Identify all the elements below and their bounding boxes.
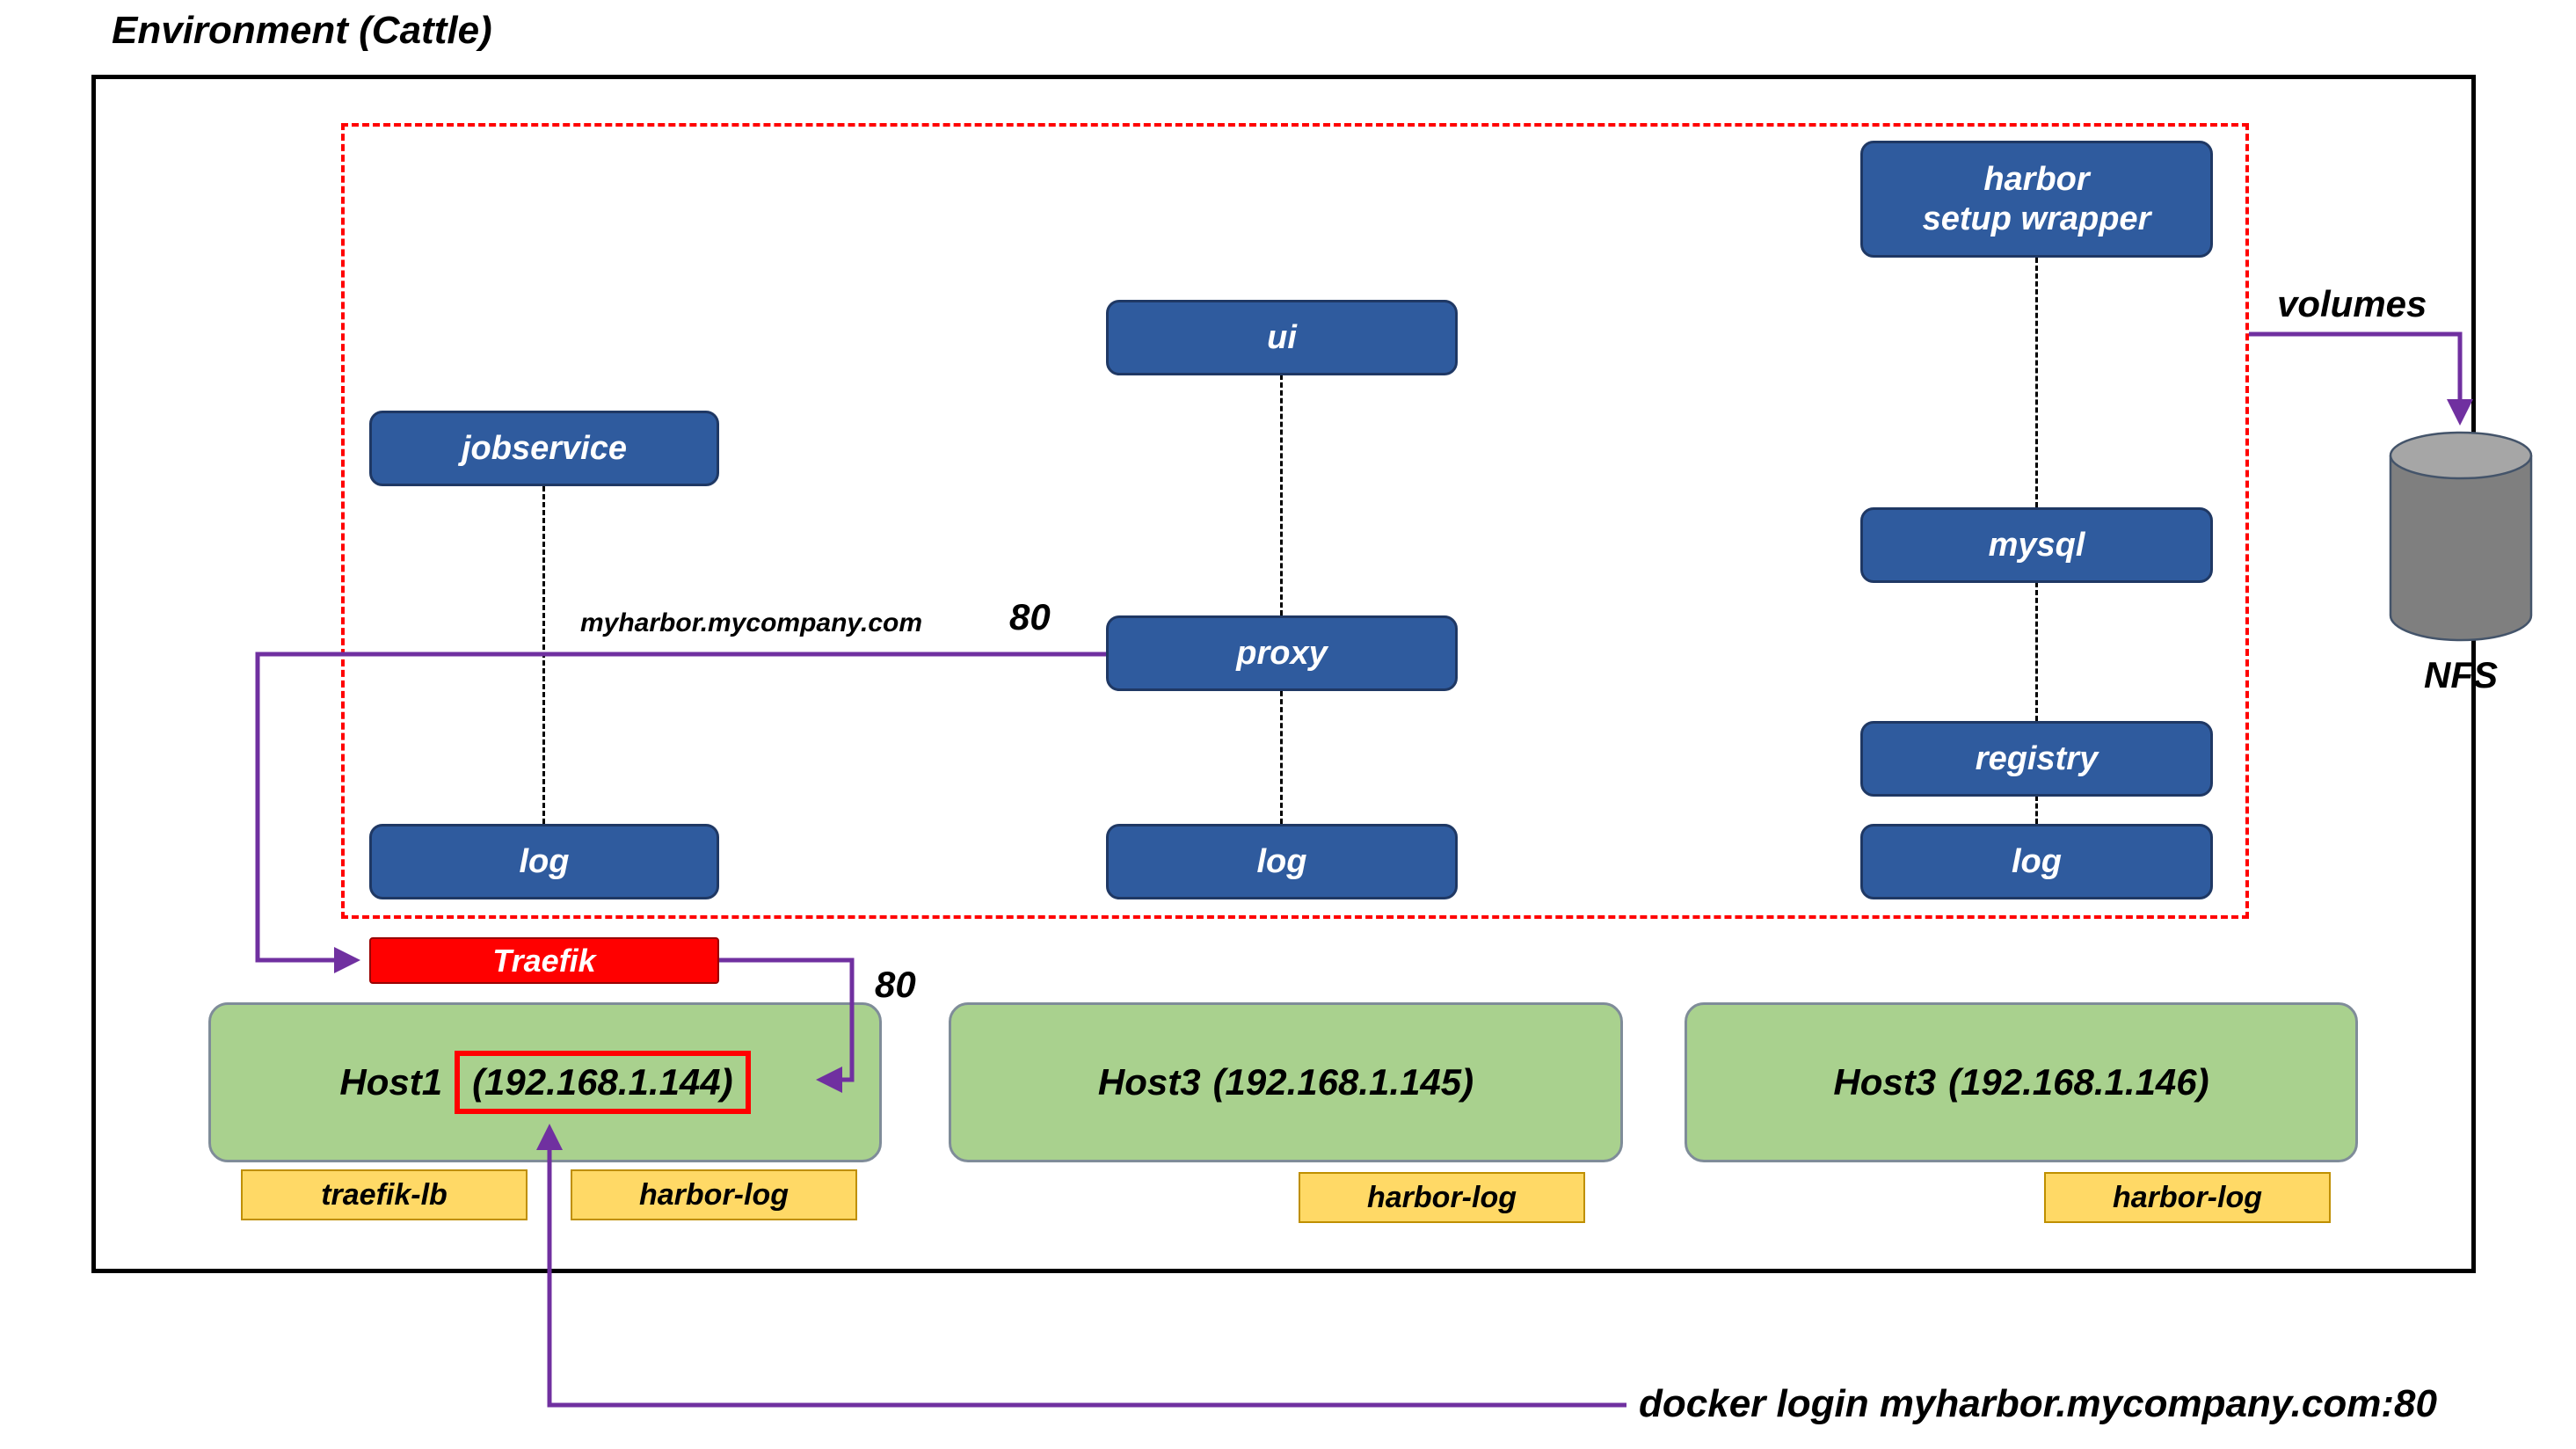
host-name: Host1 [339, 1061, 443, 1103]
service-registry: registry [1860, 721, 2213, 797]
connector-ui-proxy [1280, 375, 1283, 615]
host-2: Host3 (192.168.1.145) [949, 1002, 1623, 1162]
traefik-box: Traefik [369, 937, 719, 984]
label-hostname: myharbor.mycompany.com [580, 608, 923, 637]
service-label: harbor [1983, 160, 2090, 198]
tag-harbor-log-host3: harbor-log [2044, 1172, 2331, 1223]
tag-label: harbor-log [639, 1177, 789, 1212]
service-log-left: log [369, 824, 719, 899]
label-proxy-port: 80 [1009, 596, 1051, 637]
tag-harbor-log-host1: harbor-log [571, 1169, 857, 1220]
tag-label: harbor-log [1367, 1180, 1517, 1214]
nfs-cylinder [2389, 431, 2533, 642]
host-3: Host3 (192.168.1.146) [1685, 1002, 2358, 1162]
service-label: ui [1267, 318, 1297, 356]
label-nfs: NFS [2424, 654, 2498, 695]
label-volumes: volumes [2277, 283, 2427, 324]
service-jobservice: jobservice [369, 411, 719, 486]
service-label: log [2012, 842, 2062, 880]
connector-registry-log [2035, 796, 2038, 824]
service-label: registry [1975, 739, 2099, 777]
connector-jobservice-log [542, 486, 545, 824]
service-harbor-setup-wrapper: harbor setup wrapper [1860, 141, 2213, 258]
label-traefik-port: 80 [875, 964, 916, 1005]
tag-traefik-lb: traefik-lb [241, 1169, 528, 1220]
diagram-title: Environment (Cattle) [112, 9, 492, 52]
service-label: log [1256, 842, 1307, 880]
service-log-center: log [1106, 824, 1458, 899]
host-ip: (192.168.1.145) [1212, 1061, 1474, 1103]
host-ip: (192.168.1.146) [1948, 1061, 2209, 1103]
host-1: Host1 (192.168.1.144) [208, 1002, 882, 1162]
service-log-right: log [1860, 824, 2213, 899]
traefik-label: Traefik [492, 942, 596, 979]
host-ip-highlighted: (192.168.1.144) [455, 1051, 751, 1114]
service-label: mysql [1988, 526, 2085, 564]
service-ui: ui [1106, 300, 1458, 375]
service-label: proxy [1236, 634, 1328, 672]
connector-proxy-log [1280, 691, 1283, 824]
tag-label: traefik-lb [321, 1177, 448, 1212]
host-name: Host3 [1833, 1061, 1937, 1103]
label-docker-login: docker login myharbor.mycompany.com:80 [1639, 1382, 2437, 1425]
service-proxy: proxy [1106, 615, 1458, 691]
service-label: setup wrapper [1922, 200, 2151, 237]
service-label: log [519, 842, 570, 880]
service-mysql: mysql [1860, 507, 2213, 583]
connector-setupwrapper-mysql [2035, 258, 2038, 507]
tag-label: harbor-log [2113, 1180, 2262, 1214]
connector-mysql-registry [2035, 582, 2038, 721]
host-name: Host3 [1097, 1061, 1201, 1103]
service-label: jobservice [462, 429, 627, 467]
tag-harbor-log-host2: harbor-log [1299, 1172, 1585, 1223]
harbor-stack-boundary [341, 123, 2249, 919]
